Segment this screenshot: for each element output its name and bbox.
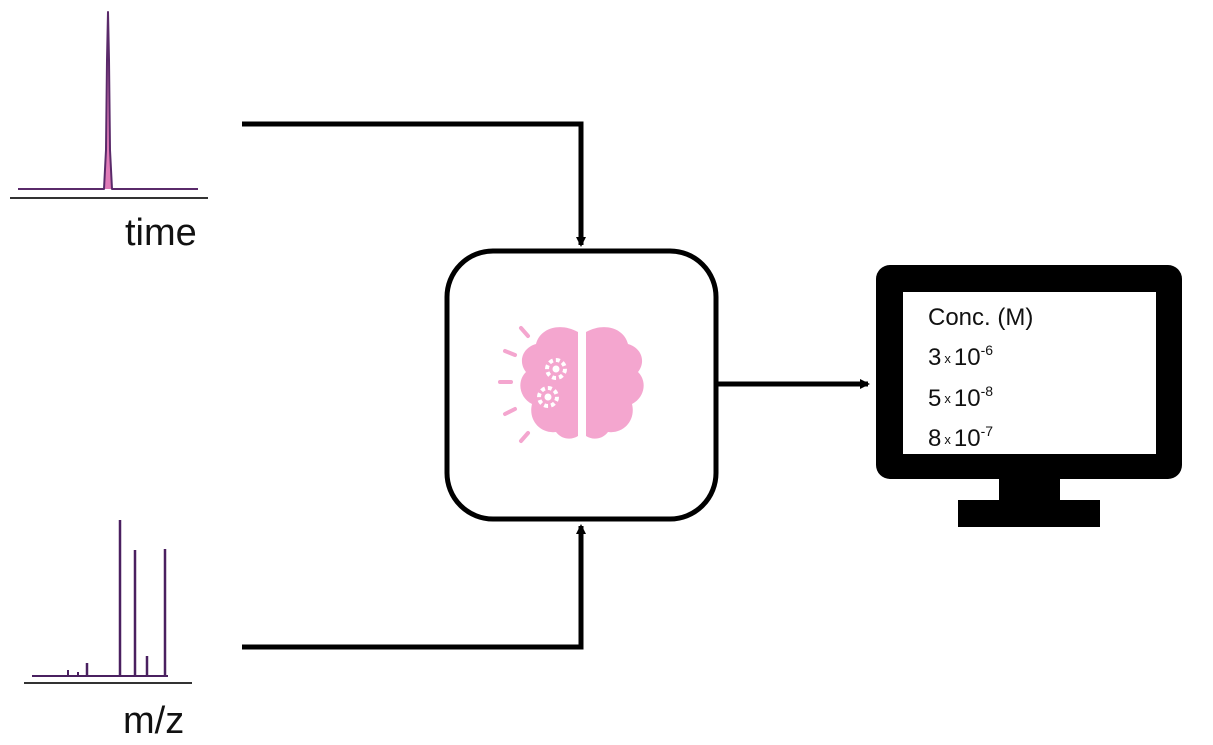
monitor-neck — [999, 478, 1060, 502]
exponent: -6 — [980, 342, 994, 358]
chromatogram-peak — [18, 11, 198, 190]
base: 10 — [953, 425, 981, 453]
times-sign: x — [944, 350, 951, 366]
monitor-stand — [958, 500, 1100, 527]
mantissa: 5 — [928, 384, 942, 412]
chromatogram — [10, 11, 208, 199]
mass-spectrum — [24, 520, 192, 684]
exponent: -8 — [980, 382, 994, 399]
base: 10 — [953, 384, 981, 412]
base: 10 — [953, 344, 981, 371]
exponent: -7 — [980, 423, 994, 440]
brain-gears-icon — [498, 326, 644, 443]
mantissa: 3 — [928, 344, 942, 371]
concentration-header: Conc. (M) — [928, 304, 1034, 331]
time-axis-label: time — [125, 212, 197, 254]
arrow-spectrum-to-model — [242, 524, 586, 650]
monitor-screen — [903, 292, 1156, 454]
model-box — [444, 248, 719, 522]
times-sign: x — [944, 431, 951, 447]
times-sign: x — [944, 391, 951, 407]
monitor-icon — [876, 265, 1182, 527]
mz-axis-label: m/z — [123, 700, 185, 742]
mantissa: 8 — [928, 425, 942, 453]
arrow-chromatogram-to-model — [242, 121, 586, 247]
